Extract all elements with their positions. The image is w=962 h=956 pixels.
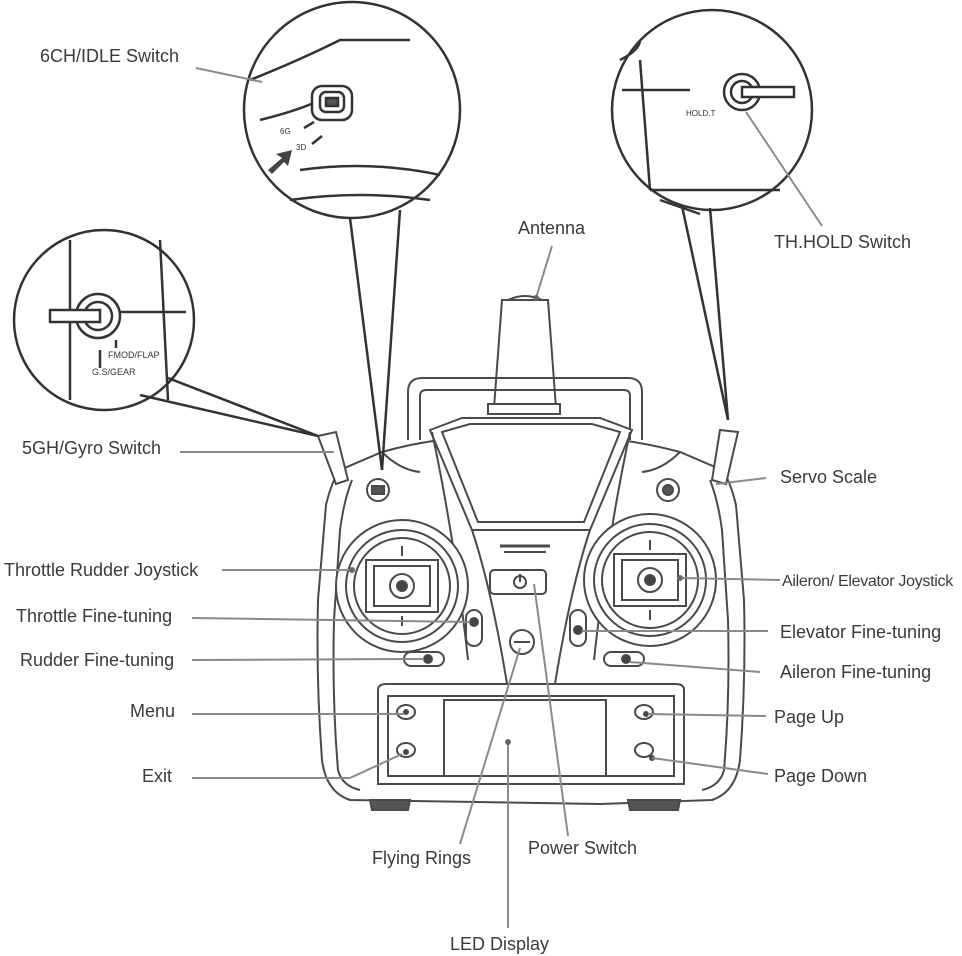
center-grille: [500, 544, 550, 553]
label-throttle-rudder-joystick: Throttle Rudder Joystick: [4, 560, 199, 580]
label-flying-rings: Flying Rings: [372, 848, 472, 868]
throttle-trim[interactable]: [465, 609, 483, 647]
gyro-switch-callout: [12, 228, 319, 438]
menu-button[interactable]: [396, 704, 416, 720]
fmod-flap-text: FMOD/FLAP: [108, 350, 160, 360]
label-aileron-elevator-joystick: Aileron/ Elevator Joystick: [782, 573, 953, 590]
label-rudder-fine-tuning: Rudder Fine-tuning: [20, 650, 175, 670]
label-power-switch: Power Switch: [528, 838, 638, 858]
label-page-up: Page Up: [774, 707, 845, 727]
power-switch[interactable]: [489, 569, 547, 595]
label-elevator-fine-tuning: Elevator Fine-tuning: [780, 622, 942, 642]
label-menu: Menu: [130, 701, 176, 721]
throttle-rudder-joystick[interactable]: [335, 519, 469, 653]
th-hold-callout: [610, 8, 814, 421]
elevator-trim[interactable]: [569, 609, 587, 647]
gs-gear-text: G.S/GEAR: [92, 367, 136, 377]
page-up-button[interactable]: [634, 704, 654, 720]
idle-switch-callout: [242, 0, 462, 471]
hold-t-text: HOLD.T: [686, 109, 715, 118]
label-page-down: Page Down: [774, 766, 868, 786]
aileron-trim[interactable]: [603, 651, 645, 667]
label-servo-scale: Servo Scale: [780, 467, 878, 487]
label-throttle-fine-tuning: Throttle Fine-tuning: [16, 606, 173, 626]
carry-handle: [407, 377, 643, 440]
switch-6ch-idle[interactable]: [366, 478, 390, 502]
label-6ch-idle-switch: 6CH/IDLE Switch: [40, 46, 180, 66]
switch-5gh-gyro[interactable]: [316, 430, 350, 486]
idle-3d-text: 3D: [296, 143, 306, 152]
idle-6g-text: 6G: [280, 127, 291, 136]
label-led-display: LED Display: [450, 934, 550, 954]
label-exit: Exit: [142, 766, 173, 786]
antenna: [487, 295, 561, 415]
label-antenna: Antenna: [518, 218, 586, 238]
label-aileron-fine-tuning: Aileron Fine-tuning: [780, 662, 932, 682]
switch-servo-scale[interactable]: [710, 428, 740, 486]
leader-dots: [349, 295, 683, 745]
aileron-elevator-joystick[interactable]: [583, 513, 717, 647]
page-down-button[interactable]: [634, 742, 655, 761]
leader-lines: [180, 67, 823, 928]
label-th-hold-switch: TH.HOLD Switch: [774, 232, 912, 252]
switch-th-hold[interactable]: [656, 478, 680, 502]
led-display: [443, 699, 607, 777]
flying-rings-button[interactable]: [509, 629, 535, 655]
label-5gh-gyro-switch: 5GH/Gyro Switch: [22, 438, 162, 458]
